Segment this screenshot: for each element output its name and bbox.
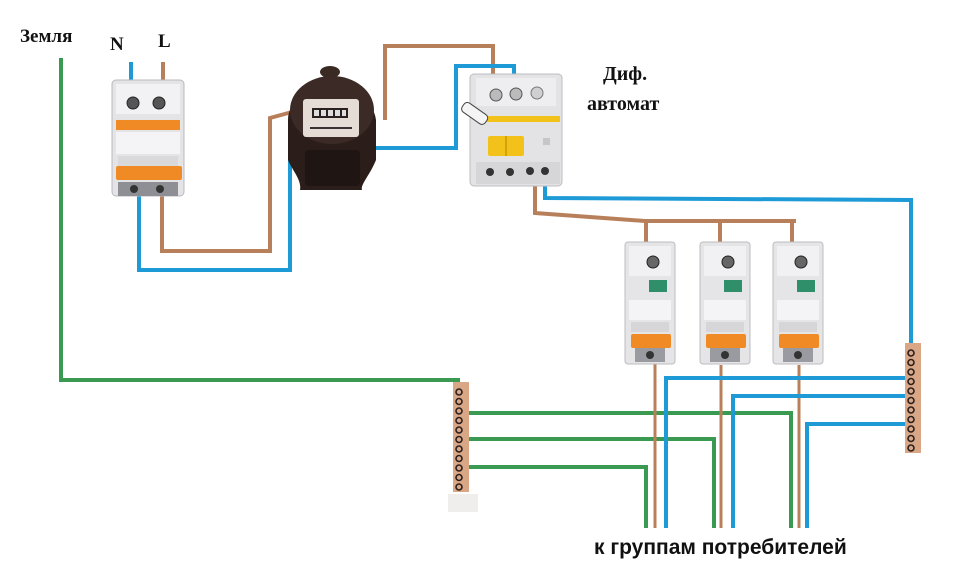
group-breaker-3 <box>772 241 824 365</box>
terminal-screw <box>489 88 503 102</box>
rcbo-test-button[interactable] <box>543 138 550 145</box>
terminal-screw <box>509 87 523 101</box>
rcbo <box>461 73 563 187</box>
bus-terminal <box>907 434 915 443</box>
bus-terminal <box>455 388 463 396</box>
rcbo-label-line2: автомат <box>587 93 659 115</box>
bus-terminal <box>907 444 915 452</box>
breaker-toggle[interactable] <box>631 334 671 348</box>
pe-bus-terminals <box>455 388 463 491</box>
wire-ground-group-2 <box>465 437 716 528</box>
bus-terminal <box>455 483 463 491</box>
terminal-screw <box>530 86 544 100</box>
bus-terminal <box>907 377 915 386</box>
bus-terminal <box>907 425 915 433</box>
bus-terminal <box>455 407 463 415</box>
brand-logo <box>797 280 815 292</box>
brand-logo <box>649 280 667 292</box>
wire-ground-group-3 <box>465 465 648 528</box>
ground-bus-bar <box>448 382 478 512</box>
bus-terminal <box>907 387 915 395</box>
brand-logo <box>724 280 742 292</box>
bus-terminal <box>455 426 463 434</box>
bus-terminal <box>907 415 915 424</box>
breaker-toggle[interactable] <box>116 166 182 180</box>
wire-live-breaker-to-meter <box>160 110 293 253</box>
group-breaker-2 <box>699 241 751 365</box>
bus-terminal <box>455 435 463 444</box>
breaker-toggle[interactable] <box>779 334 819 348</box>
live-label: L <box>158 31 171 52</box>
bus-terminal <box>907 396 915 405</box>
electricity-meter <box>288 66 376 190</box>
terminal-screw <box>646 255 660 269</box>
wire-ground-group-1 <box>465 411 793 528</box>
terminal-screw <box>721 255 735 269</box>
group-breakers <box>624 241 824 365</box>
neutral-label: N <box>110 34 124 55</box>
bus-terminal <box>455 454 463 463</box>
terminal-screw <box>794 255 808 269</box>
wire-ground-main <box>59 58 460 382</box>
terminal-screw <box>152 96 166 110</box>
bus-terminal <box>907 349 915 357</box>
wire-neutral-group-3 <box>805 422 905 528</box>
meter-digits <box>314 110 346 116</box>
bus-terminal <box>455 397 463 406</box>
terminal-screw <box>126 96 140 110</box>
bus-terminal <box>907 368 915 376</box>
bus-terminal <box>907 358 915 367</box>
bus-terminal <box>455 445 463 453</box>
breaker-toggle[interactable] <box>706 334 746 348</box>
n-bus-terminals <box>907 349 915 452</box>
ground-label: Земля <box>20 26 72 47</box>
consumers-label: к группам потребителей <box>594 536 847 559</box>
bus-terminal <box>907 406 915 414</box>
neutral-bus-bar <box>905 343 921 453</box>
rcbo-label-line1: Диф. <box>603 63 647 85</box>
wire-neutral-group-2 <box>731 394 905 528</box>
wire-neutral-group-1 <box>664 376 905 528</box>
bus-terminal <box>455 416 463 425</box>
bus-terminal <box>455 464 463 472</box>
input-breaker <box>111 79 185 197</box>
wire-live-meter-to-rcbo <box>383 44 495 120</box>
group-breaker-1 <box>624 241 676 365</box>
bus-terminal <box>455 473 463 482</box>
